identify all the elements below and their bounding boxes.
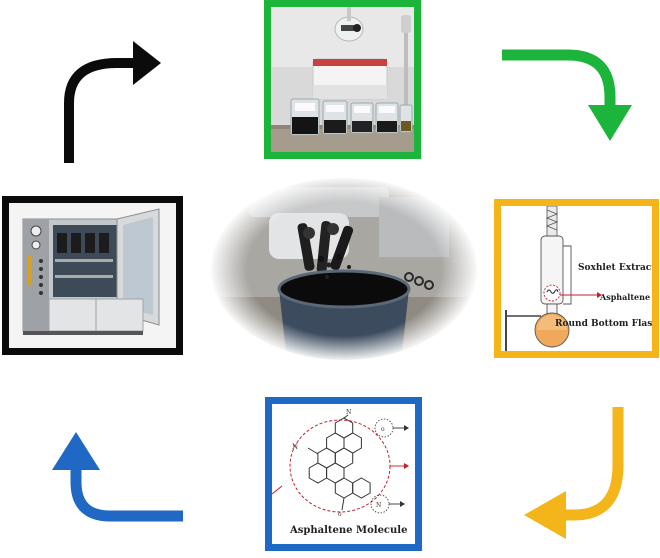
asphaltene-sample-photo bbox=[209, 177, 479, 362]
extraction-photo-panel bbox=[264, 0, 421, 159]
extraction-photo bbox=[271, 7, 414, 152]
curved-arrow-yellow-icon bbox=[524, 407, 624, 539]
asphaltene-molecule-panel: N N o o N Asphaltene Molecule bbox=[265, 397, 422, 551]
curved-arrow-black-icon bbox=[64, 41, 161, 163]
curved-arrow-green-icon bbox=[502, 49, 632, 141]
instrument-photo-panel bbox=[2, 196, 183, 355]
round-bottom-flask-label: Round Bottom Flask bbox=[555, 319, 659, 329]
svg-text:o: o bbox=[381, 426, 385, 433]
soxhlet-diagram bbox=[501, 206, 652, 351]
instrument-photo bbox=[9, 203, 176, 348]
soxhlet-diagram-panel: Soxhlet Extractor Asphaltene Round Botto… bbox=[494, 199, 659, 358]
svg-text:N: N bbox=[292, 443, 298, 451]
sample-jars bbox=[290, 98, 413, 136]
asphaltene-molecule-diagram: N N o o N bbox=[272, 404, 415, 544]
svg-text:N: N bbox=[346, 409, 351, 416]
svg-text:o: o bbox=[338, 511, 342, 518]
curved-arrow-blue-icon bbox=[52, 432, 183, 522]
asphaltene-label: Asphaltene bbox=[600, 292, 651, 302]
asphaltene-sample-oval bbox=[209, 177, 479, 362]
soxhlet-extractor-label: Soxhlet Extractor bbox=[578, 263, 659, 273]
svg-text:N: N bbox=[376, 502, 381, 509]
asphaltene-molecule-label: Asphaltene Molecule bbox=[290, 525, 408, 536]
